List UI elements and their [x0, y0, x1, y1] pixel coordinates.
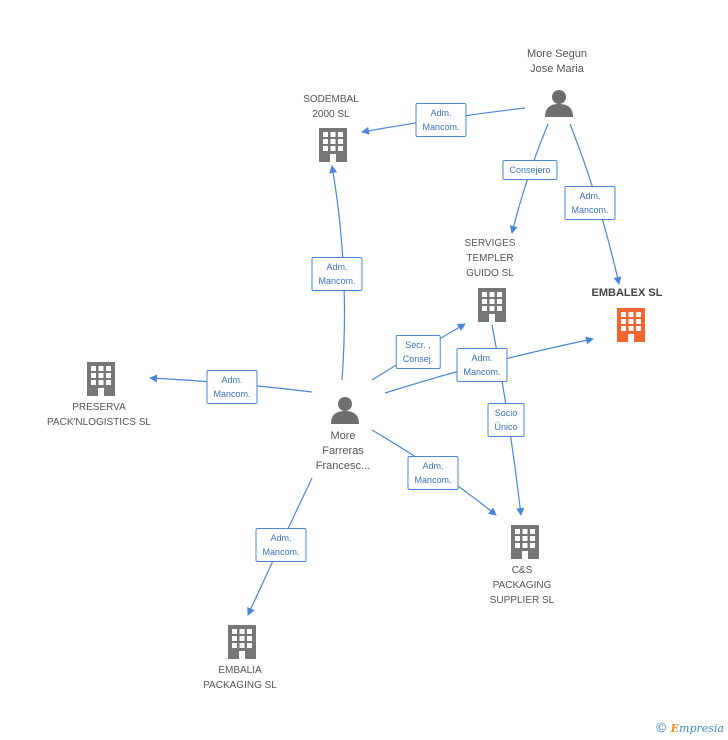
edge-label-segun-embalex[interactable]: Adm. Mancom. [564, 186, 616, 220]
node-label-cs-packaging[interactable]: C&S PACKAGING SUPPLIER SL [489, 565, 555, 606]
brand-name: mpresia [679, 722, 724, 735]
node-label-more-farreras[interactable]: More Farreras Francesc... [315, 430, 371, 472]
person-icon[interactable] [545, 90, 573, 117]
edge-label-farreras-cs[interactable]: Adm. Mancom. [407, 456, 459, 490]
building-icon[interactable] [87, 362, 115, 396]
building-icon[interactable] [617, 308, 645, 342]
edge-label-farreras-preserva[interactable]: Adm. Mancom. [206, 370, 258, 404]
building-icon[interactable] [228, 625, 256, 659]
node-label-preserva[interactable]: PRESERVA PACK'NLOGISTICS SL [47, 402, 151, 428]
brand-footer[interactable]: ©Empresia [655, 721, 724, 736]
node-label-embalia[interactable]: EMBALIA PACKAGING SL [203, 665, 277, 691]
node-label-sodembal[interactable]: SODEMBAL 2000 SL [303, 94, 359, 120]
edge-label-farreras-sodembal[interactable]: Adm. Mancom. [311, 257, 363, 291]
edge-label-farreras-serviges[interactable]: Secr. , Consej. [395, 335, 441, 369]
edge-label-segun-sodembal[interactable]: Adm. Mancom. [415, 103, 467, 137]
node-label-serviges[interactable]: SERVIGES TEMPLER GUIDO SL [464, 238, 516, 279]
building-icon[interactable] [319, 128, 347, 162]
brand-logo-letter: E [670, 722, 680, 735]
copyright-icon: © [654, 721, 668, 736]
edge-label-segun-serviges[interactable]: Consejero [502, 160, 558, 180]
building-icon[interactable] [511, 525, 539, 559]
edge-label-farreras-embalia[interactable]: Adm. Mancom. [255, 528, 307, 562]
person-icon[interactable] [331, 397, 359, 424]
node-label-embalex[interactable]: EMBALEX SL [591, 287, 663, 299]
edge-label-farreras-embalex[interactable]: Adm. Mancom. [456, 348, 508, 382]
node-label-more-segun[interactable]: More Segun Jose Maria [527, 48, 587, 75]
building-icon[interactable] [478, 288, 506, 322]
edge-label-serviges-cs[interactable]: Socio Único [487, 403, 525, 437]
